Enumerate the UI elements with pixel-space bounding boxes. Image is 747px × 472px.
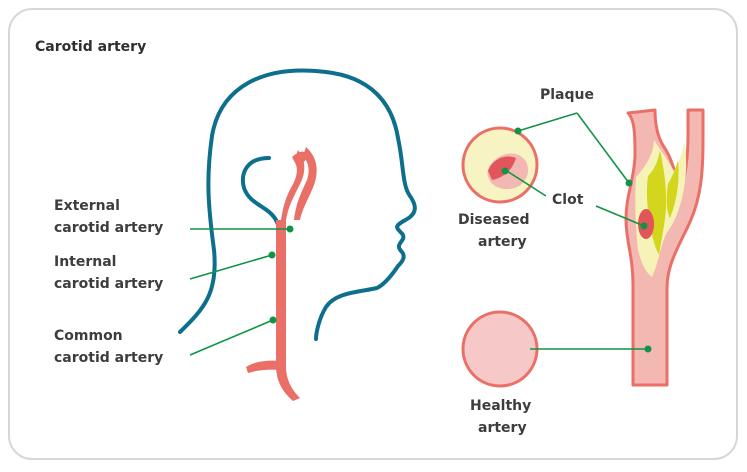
external-carotid-dot	[287, 226, 294, 233]
internal-carotid-label-line2: carotid artery	[54, 276, 163, 292]
internal-carotid-leader	[190, 255, 272, 279]
diseased-artery-label-line1: Diseased	[458, 212, 530, 228]
diagram-title: Carotid artery	[35, 39, 146, 55]
plaque-leader-right	[577, 113, 629, 183]
common-carotid-label-line1: Common	[54, 328, 123, 344]
clot-label: Clot	[552, 192, 584, 208]
healthy-artery-label-line2: artery	[478, 420, 527, 436]
common-carotid-leader	[190, 320, 273, 355]
plaque-leader-left	[518, 113, 577, 131]
ear-outline	[243, 158, 281, 245]
carotid-artery	[246, 147, 317, 401]
external-carotid-label-line2: carotid artery	[54, 220, 163, 236]
longitudinal-artery	[626, 110, 703, 385]
common-carotid-segment	[276, 220, 300, 401]
clot-dot-right	[641, 223, 648, 230]
healthy-artery-cross-section	[463, 312, 537, 386]
lower-branch-left	[246, 361, 280, 373]
plaque-dot-left	[515, 128, 522, 135]
internal-carotid-dot	[269, 252, 276, 259]
plaque-label: Plaque	[540, 87, 594, 103]
healthy-artery-dot	[645, 346, 652, 353]
external-carotid-label-line1: External	[54, 198, 120, 214]
healthy-artery-label-line1: Healthy	[470, 398, 531, 414]
diseased-artery-cross-section	[463, 128, 537, 202]
artery-outer-wall	[626, 110, 703, 385]
diseased-artery-label-line2: artery	[478, 234, 527, 250]
internal-carotid-label-line1: Internal	[54, 254, 116, 270]
plaque-dot-right	[626, 180, 633, 187]
common-carotid-label-line2: carotid artery	[54, 350, 163, 366]
common-carotid-dot	[270, 317, 277, 324]
